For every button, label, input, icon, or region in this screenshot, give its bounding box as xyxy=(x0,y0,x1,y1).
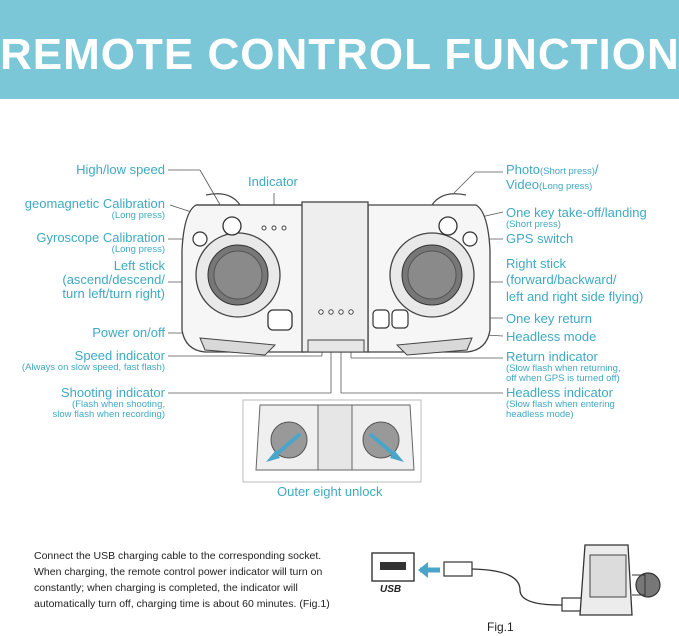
geomagnetic-button[interactable] xyxy=(222,216,242,236)
label-photo-slash: / xyxy=(594,162,599,177)
gps-button[interactable] xyxy=(462,231,478,247)
label-return-note-1: (Slow flash when returning, xyxy=(506,363,621,374)
label-photo-video-line1: Photo(Short press)/ xyxy=(506,163,599,179)
label-shooting-indicator: Shooting indicator xyxy=(60,385,165,400)
page-title: REMOTE CONTROL FUNCTION xyxy=(0,30,679,79)
label-speed-indicator: Speed indicator xyxy=(74,348,165,363)
charging-line: automatically turn off, charging time is… xyxy=(34,598,330,610)
label-right-stick-1: Right stick xyxy=(506,256,566,271)
label-photo-video-line2: Video(Long press) xyxy=(506,178,592,194)
label-return-note-2: off when GPS is turned off) xyxy=(506,373,620,384)
label-shooting-note-2: slow flash when recording) xyxy=(52,409,165,420)
label-shooting-note-1: (Flash when shooting, xyxy=(72,399,165,410)
usb-charging-illustration xyxy=(371,544,661,616)
label-gps: GPS switch xyxy=(506,231,574,246)
charging-line: Connect the USB charging cable to the co… xyxy=(34,550,322,562)
label-headless-note-2: headless mode) xyxy=(506,409,574,420)
label-unlock: Outer eight unlock xyxy=(277,484,383,499)
label-geomagnetic-note: (Long press) xyxy=(111,210,165,221)
label-photo: Photo xyxy=(506,162,540,177)
label-gyroscope: Gyroscope Calibration xyxy=(36,230,165,245)
title-banner xyxy=(0,0,679,99)
return-button[interactable] xyxy=(372,309,390,329)
usb-label: USB xyxy=(380,584,402,595)
power-button[interactable] xyxy=(267,309,293,331)
label-headless-note-1: (Slow flash when entering xyxy=(506,399,615,410)
label-takeoff-note: (Short press) xyxy=(506,219,561,230)
indicator-lights xyxy=(261,225,354,315)
label-return: One key return xyxy=(506,311,592,326)
label-video-note: (Long press) xyxy=(539,181,593,192)
label-right-stick-2: (forward/backward/ xyxy=(506,272,617,287)
label-power: Power on/off xyxy=(92,325,165,340)
left-stick[interactable] xyxy=(195,232,281,318)
label-photo-note: (Short press) xyxy=(539,166,595,177)
charging-line: When charging, the remote control power … xyxy=(34,566,323,578)
charging-line: constantly; when charging is completed, … xyxy=(34,582,298,594)
label-left-stick-2: (ascend/descend/ xyxy=(62,272,165,287)
label-right-stick-3: left and right side flying) xyxy=(506,289,644,304)
right-stick[interactable] xyxy=(389,232,475,318)
charging-instructions: Connect the USB charging cable to the co… xyxy=(34,548,354,612)
label-takeoff: One key take-off/landing xyxy=(506,205,647,220)
label-return-indicator: Return indicator xyxy=(506,349,598,364)
label-left-stick-1: Left stick xyxy=(113,258,165,273)
label-left-stick-3: turn left/turn right) xyxy=(62,286,165,301)
figure-label: Fig.1 xyxy=(487,620,514,634)
label-indicator: Indicator xyxy=(248,174,298,189)
label-high-low-speed: High/low speed xyxy=(76,162,165,177)
takeoff-button[interactable] xyxy=(438,216,458,236)
headless-button[interactable] xyxy=(391,309,409,329)
gyroscope-button[interactable] xyxy=(192,231,208,247)
label-headless-mode: Headless mode xyxy=(506,329,597,344)
label-geomagnetic: geomagnetic Calibration xyxy=(24,196,165,211)
unlock-illustration xyxy=(242,399,422,483)
label-speed-indicator-note: (Always on slow speed, fast flash) xyxy=(21,362,165,373)
label-headless-indicator: Headless indicator xyxy=(506,385,613,400)
label-video: Video xyxy=(506,177,540,192)
label-gyroscope-note: (Long press) xyxy=(111,244,165,255)
